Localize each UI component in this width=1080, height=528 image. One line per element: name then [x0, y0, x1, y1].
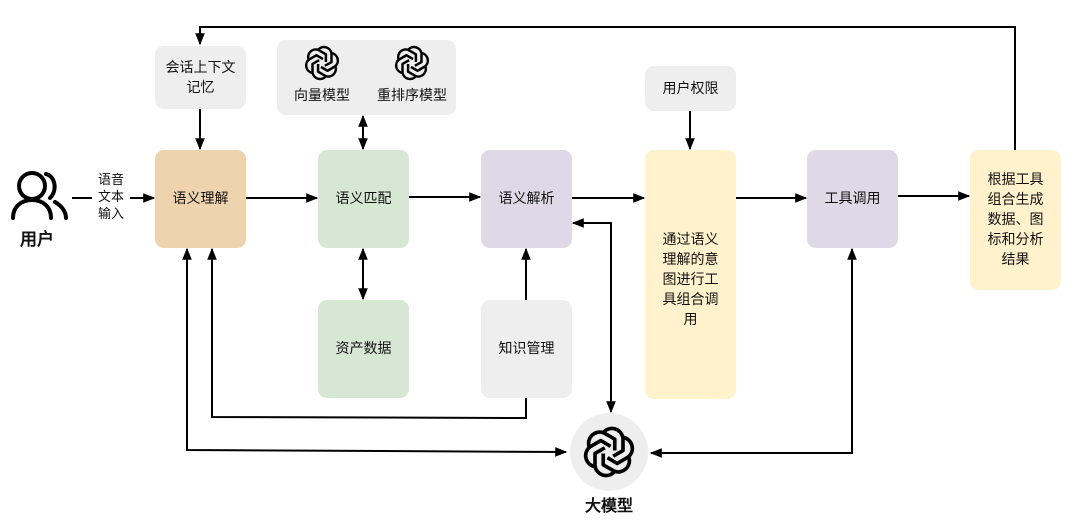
- context-memory-label: 会话上下文 记忆: [165, 59, 236, 96]
- rerank-model-label: 重排序模型: [377, 88, 447, 104]
- semantic-understanding-label: 语义理解: [172, 191, 229, 207]
- result-to-memory-feedback-arrow: [195, 26, 1016, 150]
- semantic-matching-box[interactable]: 语义匹配: [318, 150, 409, 248]
- tool-invocation-box[interactable]: 工具调用: [807, 150, 898, 248]
- semantic-parsing-label: 语义解析: [498, 191, 555, 207]
- semantic-understanding-box[interactable]: 语义理解: [155, 150, 246, 248]
- user-label: 用户: [20, 230, 54, 250]
- user-permission-label: 用户权限: [662, 80, 719, 97]
- knowledge-management-label: 知识管理: [498, 341, 555, 357]
- llm-label: 大模型: [584, 496, 633, 515]
- user-permission-box[interactable]: 用户权限: [645, 66, 736, 111]
- vector-model-label: 向量模型: [294, 88, 350, 104]
- knowledge-management-box[interactable]: 知识管理: [481, 300, 572, 398]
- user-actor: [10, 168, 72, 226]
- models-panel[interactable]: 向量模型 重排序模型: [277, 40, 456, 115]
- result-generation-label: 根据工具 组合生成 数据、图 标和分析 结果: [987, 172, 1044, 268]
- llm-node[interactable]: [570, 413, 648, 491]
- tool-llm-arrow: [649, 247, 857, 458]
- rerank-model[interactable]: 重排序模型: [367, 44, 457, 106]
- vector-model[interactable]: 向量模型: [277, 44, 367, 106]
- context-memory-box[interactable]: 会话上下文 记忆: [155, 46, 246, 109]
- asset-data-box[interactable]: 资产数据: [318, 300, 409, 398]
- intent-tool-combo-box[interactable]: 通过语义 理解的意 图进行工 具组合调 用: [645, 150, 736, 399]
- result-generation-box[interactable]: 根据工具 组合生成 数据、图 标和分析 结果: [970, 150, 1061, 290]
- semantic-parsing-box[interactable]: 语义解析: [481, 150, 572, 248]
- openai-logo-icon: [392, 45, 432, 81]
- openai-logo-icon: [581, 426, 637, 478]
- tool-invocation-label: 工具调用: [824, 191, 881, 207]
- intent-tool-combo-label: 通过语义 理解的意 图进行工 具组合调 用: [662, 232, 719, 328]
- users-icon: [11, 171, 68, 220]
- openai-logo-icon: [302, 45, 342, 81]
- understanding-llm-arrow: [182, 247, 568, 457]
- voice-text-input-label: 语音 文本 输入: [97, 173, 124, 222]
- asset-data-label: 资产数据: [335, 341, 392, 357]
- llm-parsing-arrow: [571, 218, 616, 414]
- semantic-matching-label: 语义匹配: [335, 191, 392, 207]
